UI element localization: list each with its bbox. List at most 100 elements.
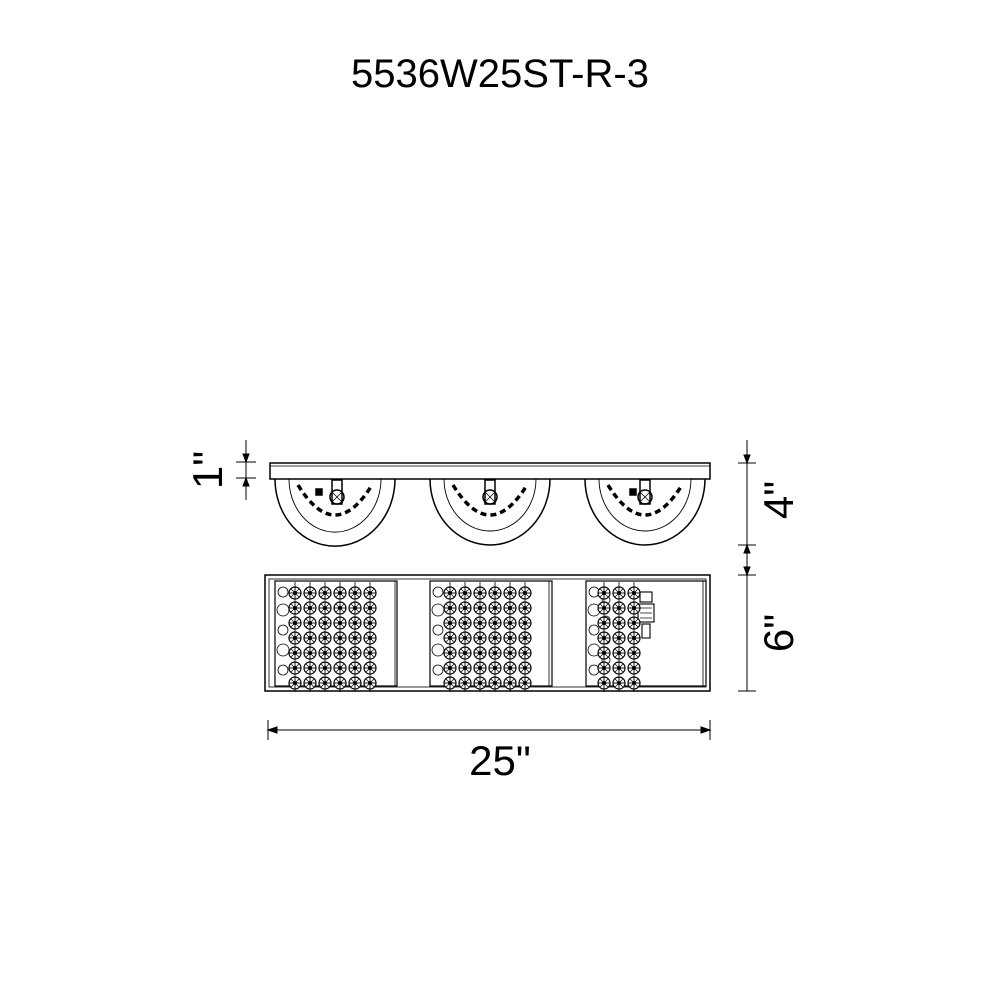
top-view-socket-2 <box>482 479 498 505</box>
crystal-bead <box>627 676 641 690</box>
crystal-bead <box>488 631 502 645</box>
crystal-bead <box>288 646 302 660</box>
crystal-bead <box>488 586 502 600</box>
crystal-bead <box>503 586 517 600</box>
dimension-label-top-plate: 1" <box>184 451 231 489</box>
dimension-label-top-view-depth: 4" <box>755 481 802 519</box>
crystal-bead <box>597 601 611 615</box>
top-view-crystal-chain-2 <box>451 484 529 517</box>
crystal-bead <box>318 586 332 600</box>
crystal-bead <box>518 676 532 690</box>
crystal-bead <box>443 646 457 660</box>
front-view-pattern-2 <box>431 586 445 676</box>
crystal-bead <box>348 676 362 690</box>
crystal-bead <box>612 601 626 615</box>
crystal-bead <box>333 676 347 690</box>
crystal-bead <box>318 676 332 690</box>
crystal-bead <box>443 661 457 675</box>
crystal-bead <box>363 616 377 630</box>
crystal-bead <box>627 616 641 630</box>
crystal-bead <box>303 586 317 600</box>
crystal-bead <box>333 631 347 645</box>
crystal-bead <box>488 616 502 630</box>
crystal-bead <box>518 646 532 660</box>
crystal-bead <box>473 646 487 660</box>
crystal-bead <box>288 631 302 645</box>
crystal-bead <box>333 646 347 660</box>
crystal-bead <box>333 661 347 675</box>
front-view-socket-3 <box>637 591 655 639</box>
crystal-bead <box>443 631 457 645</box>
crystal-bead <box>333 601 347 615</box>
crystal-bead <box>627 586 641 600</box>
top-view-shade-2 <box>429 478 551 546</box>
crystal-bead <box>473 586 487 600</box>
crystal-strand <box>318 582 332 692</box>
crystal-bead <box>458 586 472 600</box>
crystal-strand <box>288 582 302 692</box>
crystal-bead <box>458 646 472 660</box>
crystal-bead <box>473 616 487 630</box>
crystal-strand <box>627 582 641 692</box>
crystal-bead <box>627 661 641 675</box>
crystal-bead <box>458 661 472 675</box>
front-view <box>264 574 711 692</box>
top-view-crystal-chain-1 <box>296 484 374 517</box>
top-view-shade-1 <box>274 478 396 547</box>
crystal-bead <box>363 676 377 690</box>
crystal-bead <box>303 661 317 675</box>
crystal-bead <box>443 601 457 615</box>
crystal-bead <box>503 616 517 630</box>
crystal-bead <box>612 586 626 600</box>
crystal-bead <box>348 631 362 645</box>
crystal-bead <box>612 646 626 660</box>
crystal-bead <box>612 676 626 690</box>
crystal-bead <box>318 601 332 615</box>
crystal-bead <box>612 661 626 675</box>
crystal-bead <box>518 661 532 675</box>
crystal-bead <box>303 601 317 615</box>
crystal-strand <box>458 582 472 692</box>
crystal-bead <box>363 586 377 600</box>
crystal-strand <box>473 582 487 692</box>
crystal-bead <box>473 676 487 690</box>
front-view-shade-3 <box>585 580 707 687</box>
crystal-strand <box>488 582 502 692</box>
crystal-bead <box>333 586 347 600</box>
dimension-label-width: 25" <box>469 737 531 784</box>
top-view-crystal-chain-3 <box>606 484 684 517</box>
crystal-bead <box>348 661 362 675</box>
crystal-bead <box>597 676 611 690</box>
crystal-strand <box>443 582 457 692</box>
crystal-bead <box>288 676 302 690</box>
crystal-bead <box>612 631 626 645</box>
crystal-bead <box>488 676 502 690</box>
front-view-outline <box>264 574 711 692</box>
crystal-bead <box>627 601 641 615</box>
crystal-bead <box>503 631 517 645</box>
crystal-bead <box>458 616 472 630</box>
crystal-strand <box>597 582 611 692</box>
crystal-strand <box>348 582 362 692</box>
crystal-bead <box>488 646 502 660</box>
dimension-label-front-height: 6" <box>755 614 802 652</box>
crystal-bead <box>518 586 532 600</box>
crystal-bead <box>348 646 362 660</box>
crystal-bead <box>612 616 626 630</box>
crystal-strand <box>518 582 532 692</box>
crystal-bead <box>318 631 332 645</box>
crystal-bead <box>597 616 611 630</box>
crystal-bead <box>473 631 487 645</box>
crystal-bead <box>288 601 302 615</box>
dimension-lines <box>236 440 756 740</box>
crystal-bead <box>488 661 502 675</box>
crystal-bead <box>518 616 532 630</box>
crystal-strand <box>303 582 317 692</box>
crystal-strand <box>363 582 377 692</box>
crystal-bead <box>458 676 472 690</box>
crystal-bead <box>627 646 641 660</box>
crystal-bead <box>333 616 347 630</box>
crystal-bead <box>348 616 362 630</box>
crystal-bead <box>443 586 457 600</box>
